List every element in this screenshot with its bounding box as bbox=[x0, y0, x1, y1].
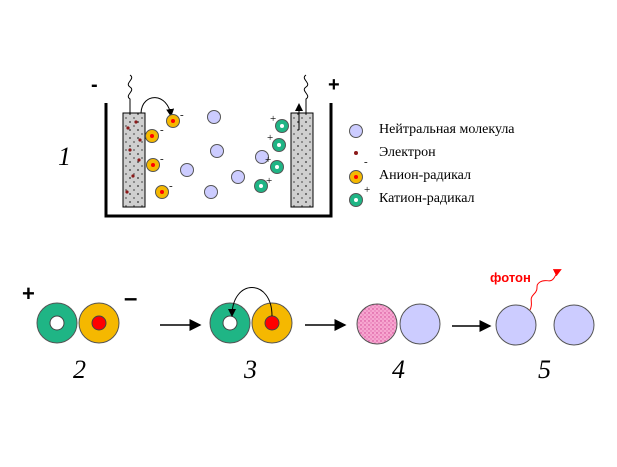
anode-electrode bbox=[290, 112, 314, 208]
svg-text:+: + bbox=[270, 113, 276, 125]
cathode-wire-icon bbox=[127, 74, 133, 113]
step2-pair bbox=[36, 302, 120, 344]
panel-number-1: 1 bbox=[58, 142, 71, 171]
cell-minus-sign: - bbox=[91, 74, 98, 96]
svg-text:+: + bbox=[266, 175, 272, 187]
step5-neutral-molecule-1 bbox=[495, 304, 537, 346]
svg-text:+: + bbox=[267, 132, 273, 144]
step5-pair bbox=[495, 269, 595, 346]
step2-plus-sign: + bbox=[22, 281, 35, 306]
cell-plus-sign: + bbox=[328, 74, 340, 96]
step-number-3: 3 bbox=[244, 355, 257, 384]
cation-radicals bbox=[254, 119, 289, 193]
neutral-molecules bbox=[180, 110, 269, 199]
legend-neutral-icon bbox=[349, 124, 363, 138]
legend-electron-icon bbox=[354, 151, 358, 155]
anion-radicals bbox=[145, 114, 180, 199]
legend-electron-label: Электрон bbox=[379, 145, 436, 160]
photon-label: фотон bbox=[490, 270, 531, 285]
svg-text:-: - bbox=[180, 109, 184, 121]
cell-container bbox=[104, 103, 333, 218]
legend-cation-sign: + bbox=[364, 184, 371, 196]
step4-pair bbox=[356, 303, 441, 345]
cathode-electrons bbox=[125, 120, 142, 194]
step-number-4: 4 bbox=[392, 355, 405, 384]
cathode-transfer-arrow bbox=[140, 97, 175, 117]
step-number-2: 2 bbox=[73, 355, 86, 384]
step5-neutral-molecule-2 bbox=[553, 304, 595, 346]
svg-text:-: - bbox=[160, 153, 164, 165]
svg-text:+: + bbox=[265, 154, 271, 166]
step3-pair bbox=[209, 287, 293, 344]
legend-anion-label: Анион-радикал bbox=[379, 168, 471, 183]
step2-minus-sign: – bbox=[124, 285, 138, 312]
legend-cation-label: Катион-радикал bbox=[379, 191, 475, 206]
molecule-charge-signs: - - - - + + + + bbox=[160, 109, 276, 192]
legend-neutral-label: Нейтральная молекула bbox=[379, 122, 515, 137]
svg-text:-: - bbox=[169, 180, 173, 192]
cell-panel: - - - - + + + + bbox=[104, 74, 333, 218]
photon-wave-icon bbox=[529, 269, 562, 311]
legend-anion-sign: - bbox=[364, 156, 368, 168]
step-number-5: 5 bbox=[538, 355, 551, 384]
step4-neutral-molecule bbox=[399, 303, 441, 345]
svg-text:-: - bbox=[160, 124, 164, 136]
cathode-electrode bbox=[122, 112, 146, 208]
legend-icons bbox=[349, 124, 363, 207]
anode-wire-icon bbox=[303, 74, 309, 113]
step4-excited-molecule bbox=[356, 303, 398, 345]
step3-transfer-arrow bbox=[228, 287, 273, 317]
